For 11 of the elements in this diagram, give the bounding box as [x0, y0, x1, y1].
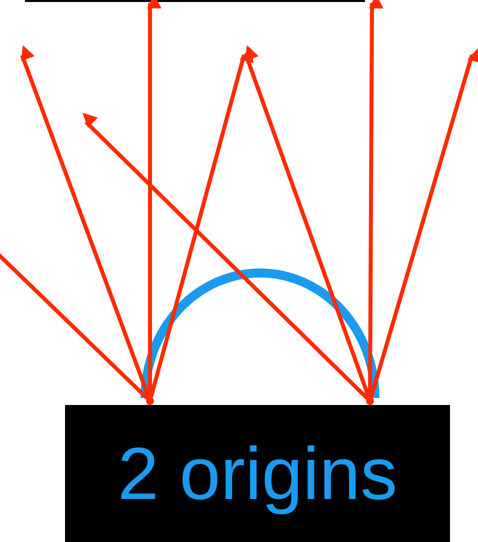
- arrow: [82, 112, 368, 400]
- arrow: [147, 0, 162, 397]
- arrow: [244, 45, 371, 398]
- origin-point: [366, 397, 374, 405]
- arrow: [20, 45, 150, 398]
- arrow: [149, 47, 254, 398]
- arrow: [368, 0, 384, 397]
- arrow: [369, 48, 478, 398]
- line: [0, 252, 148, 400]
- label-panel: 2 origins: [65, 405, 450, 542]
- origin-point: [146, 397, 154, 405]
